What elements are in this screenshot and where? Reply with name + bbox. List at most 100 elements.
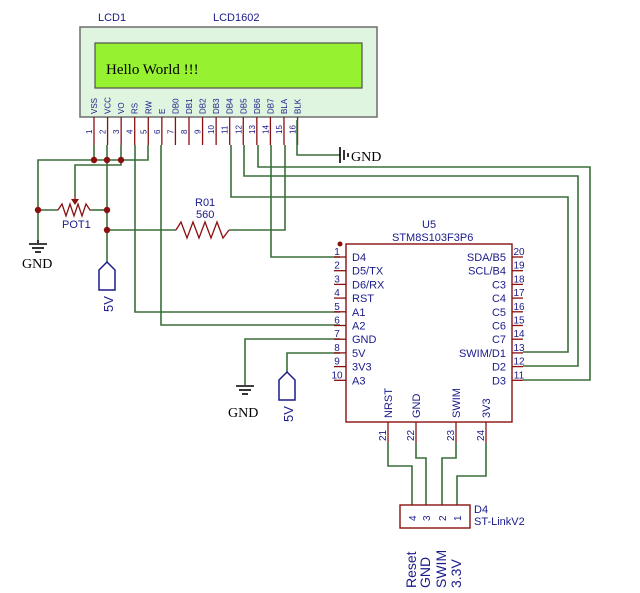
mcu-pin-name: D4 — [352, 252, 366, 264]
wire-db7-d4 — [270, 145, 340, 258]
wire-mcu-gnd — [244, 338, 340, 385]
lcd-pin-number: 1 — [85, 129, 94, 134]
mcu-pin-number: 3 — [334, 274, 340, 285]
potentiometer: POT1 — [57, 196, 92, 231]
lcd-part: LCD1602 — [213, 12, 259, 24]
pot-zigzag — [57, 201, 92, 219]
pin1-marker — [337, 241, 343, 247]
lcd-pin-name: RS — [131, 103, 140, 114]
mcu-pin-number: 17 — [513, 288, 525, 299]
junction-dot — [90, 156, 98, 164]
mcu-pin-number: 2 — [334, 261, 340, 272]
stlink-signal-label: 3.3V — [448, 559, 464, 588]
lcd-pin-number: 14 — [261, 125, 270, 134]
power-port-5v-mcu: 5V — [278, 370, 296, 422]
mcu-pin-name: SDA/B5 — [467, 252, 506, 264]
wire-rw — [94, 145, 149, 161]
mcu-u5: U5 STM8S103F3P6 — [345, 219, 513, 423]
resistor-value: 560 — [196, 209, 214, 221]
stlink-pin-number: 4 — [408, 515, 419, 521]
stlink-ref: D4 — [474, 504, 488, 516]
mcu-pin-number: 4 — [334, 288, 340, 299]
mcu-pin-name: D6/RX — [352, 279, 385, 291]
mcu-pin-number: 9 — [334, 357, 340, 368]
lcd-pin-name: DB2 — [199, 98, 208, 114]
mcu-pin-name: 3V3 — [481, 398, 493, 418]
stlink-pin-number: 1 — [453, 515, 464, 521]
lcd-pin-name: DB7 — [266, 98, 275, 114]
pot-arrow-icon — [71, 199, 79, 205]
lcd-pin-name: DB0 — [171, 98, 180, 114]
mcu-pin-number: 10 — [331, 370, 343, 381]
mcu-pin-number: 23 — [446, 429, 457, 441]
mcu-pin-name: GND — [352, 334, 377, 346]
lcd-pins: VSS1VCC2VO3RS4RW5E6DB07DB18DB29DB310DB41… — [85, 97, 303, 145]
wire-3v3 — [456, 443, 487, 505]
mcu-pin-number: 15 — [513, 316, 525, 327]
lcd-pin-number: 11 — [221, 125, 230, 134]
wire-db4-d1 — [230, 145, 569, 353]
lcd-pin-name: RW — [144, 100, 153, 114]
mcu-pin-number: 14 — [513, 329, 525, 340]
lcd-pin-name: DB6 — [253, 98, 262, 114]
mcu-pin-number: 24 — [476, 429, 487, 441]
stlink-signal-label: SWIM — [433, 550, 449, 588]
wire-gnd-link — [415, 443, 427, 505]
lcd-pin-number: 5 — [139, 129, 148, 134]
mcu-pin-number: 13 — [513, 343, 525, 354]
mcu-pin-number: 12 — [513, 357, 525, 368]
junctions — [34, 156, 343, 247]
wire-e-a2 — [160, 145, 340, 326]
lcd-pin-name: BLK — [294, 98, 303, 114]
mcu-pin-name: D5/TX — [352, 266, 384, 278]
stlink-header: D4 ST-LinkV2 — [399, 504, 525, 529]
mcu-pin-number: 11 — [514, 370, 525, 381]
lcd-pin-number: 4 — [126, 129, 135, 134]
resistor-ref: R01 — [195, 197, 215, 209]
power-port-icon — [98, 260, 116, 291]
wire-blk-gnd — [296, 120, 340, 156]
lcd-pin-number: 7 — [166, 129, 175, 134]
gnd-label: GND — [228, 406, 258, 421]
resistor-r01: R01 560 — [175, 197, 230, 240]
wire-db6-d3 — [257, 145, 591, 381]
junction-dot — [103, 206, 111, 214]
stlink-part: ST-LinkV2 — [474, 516, 525, 528]
mcu-pin-name: SWIM — [451, 388, 463, 418]
lcd-pin-name: DB4 — [226, 98, 235, 114]
mcu-pin-name: A1 — [352, 307, 365, 319]
junction-dot — [117, 156, 125, 164]
junction-dot — [34, 206, 42, 214]
mcu-pin-number: 5 — [334, 302, 340, 313]
mcu-pin-name: GND — [411, 394, 423, 419]
gnd-label: GND — [351, 150, 381, 165]
lcd-pin-name: DB3 — [212, 98, 221, 114]
lcd-pin-number: 15 — [275, 125, 284, 134]
wire-nrst — [387, 443, 413, 505]
lcd-pin-name: VO — [117, 102, 126, 114]
mcu-pin-name: C4 — [492, 293, 506, 305]
mcu-pin-name: 5V — [352, 348, 366, 360]
lcd-module: Hello World !!! LCD1 LCD1602 — [79, 12, 378, 118]
v5-label: 5V — [101, 296, 116, 312]
ground-symbol-lcd: GND — [339, 147, 381, 165]
ground-symbol-mcu: GND — [228, 385, 258, 421]
stlink-pin-number: 2 — [438, 515, 449, 521]
v5-label: 5V — [281, 406, 296, 422]
lcd-screen — [94, 42, 363, 89]
wire-swim — [441, 443, 457, 505]
pot-ref: POT1 — [62, 219, 91, 231]
lcd-pin-number: 13 — [248, 125, 257, 134]
mcu-pin-name: RST — [352, 293, 374, 305]
junction-dot — [103, 226, 111, 234]
lcd-pin-number: 2 — [99, 129, 108, 134]
junction-dot — [103, 156, 111, 164]
stlink-signal-label: GND — [417, 557, 433, 588]
lcd-pin-name: BLA — [280, 98, 289, 114]
power-port-5v-lcd: 5V — [98, 260, 116, 312]
wire-rs-a1 — [134, 145, 340, 313]
mcu-pin-name: D3 — [492, 375, 506, 387]
